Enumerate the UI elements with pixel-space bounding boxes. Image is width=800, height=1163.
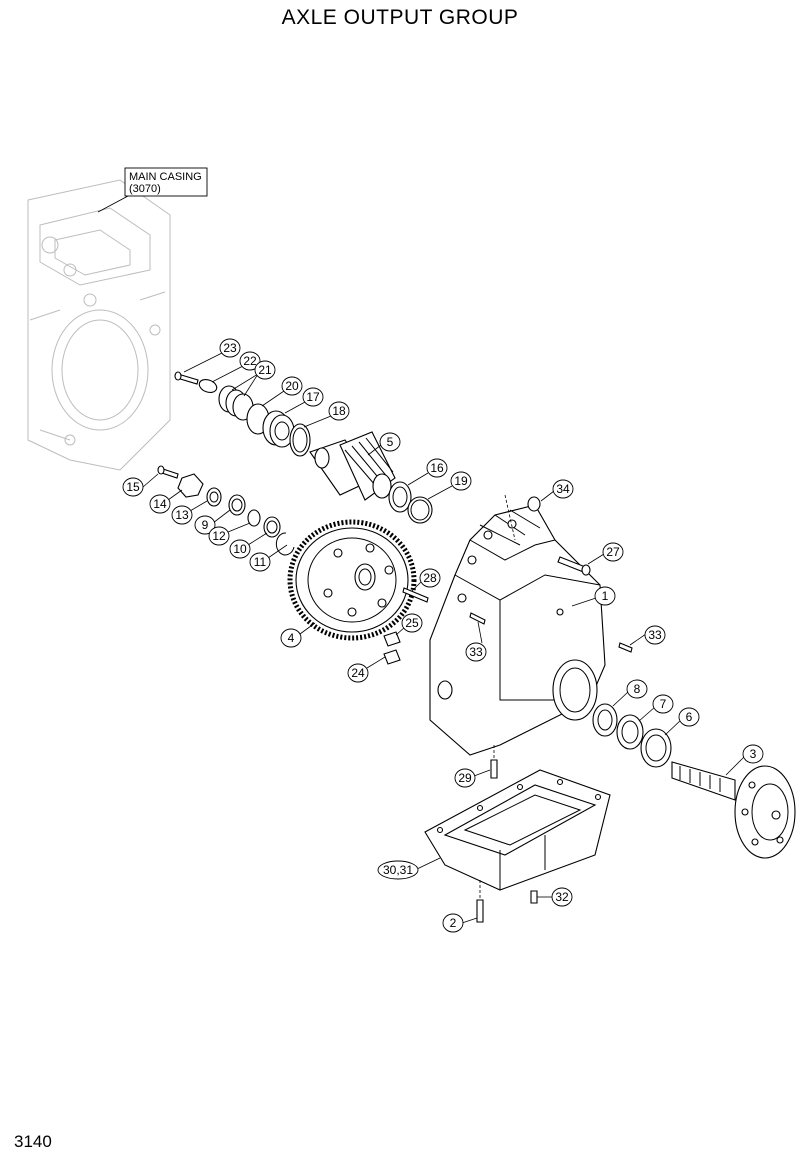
svg-text:20: 20 [285,379,299,393]
main-casing-reference: MAIN CASING (3070) [97,167,208,213]
callout-2: 2 [442,913,464,933]
callout-8: 8 [626,679,648,699]
callout-34: 34 [552,479,574,499]
callout-11: 11 [249,552,271,572]
callout-6: 6 [678,707,700,727]
svg-text:4: 4 [288,631,295,645]
svg-text:29: 29 [458,771,472,785]
svg-text:33: 33 [648,628,662,642]
callouts: 23 22 21 20 17 18 5 16 19 34 15 14 13 9 … [122,338,764,933]
svg-text:19: 19 [454,474,468,488]
callout-25: 25 [401,613,423,633]
pinion-shaft-stack [174,371,311,457]
callout-4: 4 [280,628,302,648]
callout-3: 3 [742,744,764,764]
svg-text:7: 7 [660,697,667,711]
plug-32 [530,890,538,904]
output-flange-shaft [671,761,796,859]
svg-text:1: 1 [602,589,609,603]
retainer-parts-row [157,465,295,556]
svg-text:8: 8 [634,682,641,696]
svg-text:33: 33 [469,645,483,659]
reference-line2: (3070) [129,183,161,195]
page-number: 3140 [14,1132,52,1151]
callout-15: 15 [122,477,144,497]
plug-25 [383,631,401,647]
callout-24: 24 [347,663,369,683]
bolt-28 [402,587,429,603]
svg-text:10: 10 [233,542,247,556]
callout-10: 10 [229,539,251,559]
callout-7: 7 [652,694,674,714]
svg-text:24: 24 [351,666,365,680]
svg-text:30,31: 30,31 [383,863,413,877]
svg-text:28: 28 [423,571,437,585]
output-gear [287,519,417,641]
svg-text:9: 9 [202,518,209,532]
reference-line1: MAIN CASING [129,171,202,183]
callout-14: 14 [149,494,171,514]
screw-33-left [469,612,486,625]
callout-29: 29 [454,768,476,788]
callout-20: 20 [281,376,303,396]
svg-text:23: 23 [223,341,237,355]
svg-text:18: 18 [332,404,346,418]
svg-text:16: 16 [430,461,444,475]
svg-text:32: 32 [555,890,569,904]
svg-text:21: 21 [258,363,272,377]
page-title: AXLE OUTPUT GROUP [281,6,519,29]
svg-text:11: 11 [254,555,267,569]
callout-5: 5 [379,432,401,452]
svg-text:34: 34 [556,482,570,496]
plug-34 [527,496,541,512]
svg-text:6: 6 [686,710,693,724]
callout-12: 12 [208,526,230,546]
bolt-2 [476,899,484,923]
pin-29 [490,759,498,779]
leader-lines [142,352,745,924]
oil-pan [424,769,611,891]
callout-18: 18 [328,401,350,421]
callout-16: 16 [426,458,448,478]
svg-text:25: 25 [405,616,419,630]
svg-text:22: 22 [243,354,257,368]
screw-33-right [618,642,633,653]
plug-24 [383,649,401,665]
svg-text:12: 12 [212,529,226,543]
pinion-shaft [309,431,433,524]
callout-23: 23 [219,338,241,358]
callout-33-right: 33 [644,625,666,645]
callout-27: 27 [602,542,624,562]
callout-19: 19 [450,471,472,491]
callout-32: 32 [551,887,573,907]
svg-text:3: 3 [750,747,757,761]
callout-28: 28 [419,568,441,588]
callout-1: 1 [594,586,616,606]
svg-text:27: 27 [606,545,620,559]
svg-text:2: 2 [450,916,457,930]
svg-text:15: 15 [126,480,140,494]
output-bearings [592,703,672,768]
callout-21: 21 [254,360,276,380]
axle-housing [429,504,606,756]
callout-22: 22 [239,351,261,371]
svg-text:14: 14 [153,497,167,511]
callout-13: 13 [171,505,193,525]
svg-text:17: 17 [306,390,320,404]
svg-text:13: 13 [175,508,189,522]
svg-text:5: 5 [387,435,394,449]
callout-33-left: 33 [465,642,487,662]
callout-17: 17 [302,387,324,407]
main-casing-ghost [27,179,171,471]
callout-9: 9 [194,515,216,535]
callout-30-31: 30,31 [377,860,419,880]
